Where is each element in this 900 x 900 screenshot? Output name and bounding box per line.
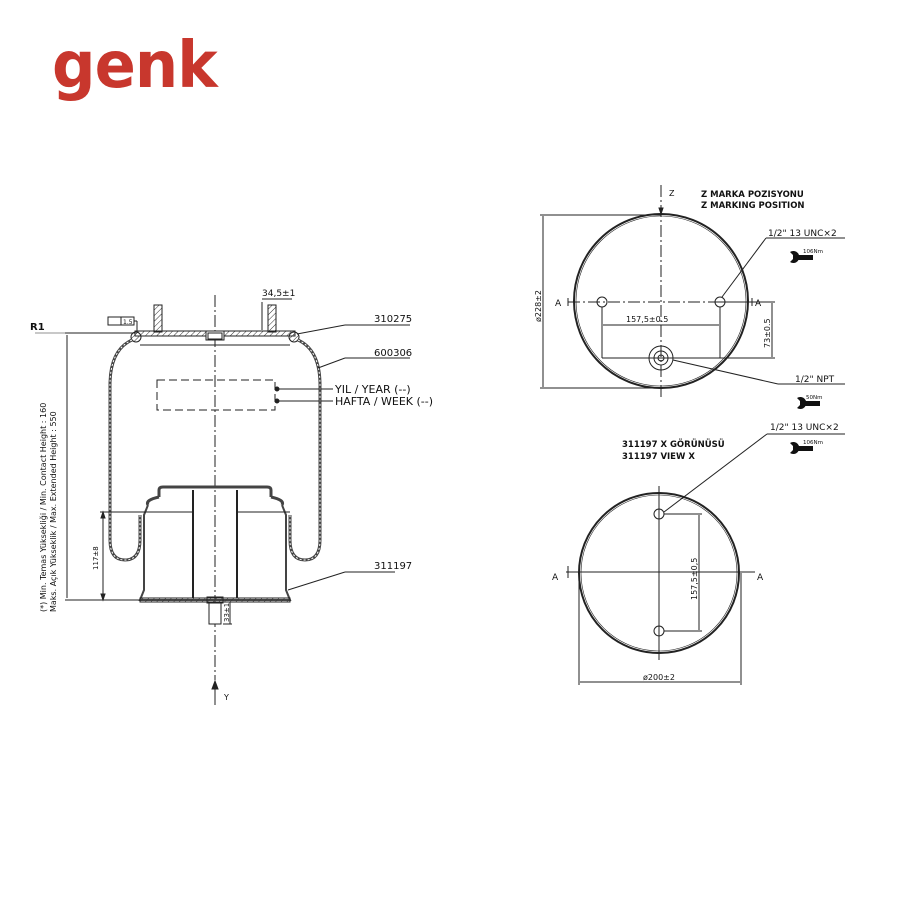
part-number-bellows: 600306 (374, 348, 412, 359)
marking-position-tr: Z MARKA POZISYONU (701, 190, 804, 200)
y-axis-label: Y (223, 693, 229, 702)
section-a-right: A (755, 299, 762, 309)
genk-logo: genk (52, 29, 218, 103)
side-view (35, 295, 410, 705)
wrench-icon (797, 396, 820, 409)
bottom-view (566, 433, 845, 685)
bolt-length-dimension: 33±1 (223, 603, 231, 622)
wrench-icon (790, 251, 813, 263)
year-marking-label: YIL / YEAR (--) (334, 383, 411, 396)
bottom-hole-spacing: 157,5±0,5 (690, 558, 699, 600)
view-x-title-en: 311197 VIEW X (622, 452, 695, 462)
section-a-left-bottom: A (552, 573, 559, 583)
bottom-diameter-dimension: ø200±2 (643, 673, 675, 682)
port-offset-dimension: 73±0.5 (763, 318, 772, 348)
port-torque: 50Nm (806, 395, 822, 401)
port-thread-label: 1/2" NPT (795, 375, 835, 385)
contact-height-note: (*) Min. Temas Yüksekliği / Min. Contact… (39, 403, 48, 612)
thread-spec-bottom: 1/2" 13 UNC×2 (770, 423, 839, 433)
revision-label: R1 (30, 322, 45, 333)
extended-height-note: Maks. Açık Yükseklik / Max. Extended Hei… (49, 411, 58, 612)
view-x-title-tr: 311197 X GÖRÜNÜSÜ (622, 439, 725, 450)
marking-position-en: Z MARKING POSITION (701, 201, 805, 211)
piston-height-dimension: 117±8 (92, 546, 100, 570)
part-number-top-plate: 310275 (374, 314, 412, 325)
week-marking-label: HAFTA / WEEK (--) (335, 395, 433, 408)
top-hole-spacing: 157,5±0.5 (626, 315, 668, 324)
thread-spec-top: 1/2" 13 UNC×2 (768, 229, 837, 239)
thread-torque-top: 106Nm (803, 249, 823, 255)
thread-torque-bottom: 106Nm (803, 440, 823, 446)
stud-spacing-dimension: 34,5±1 (262, 289, 295, 299)
top-diameter-dimension: ø228±2 (534, 290, 543, 322)
wrench-icon (790, 442, 813, 455)
part-number-piston: 311197 (374, 561, 412, 572)
top-view (540, 185, 845, 398)
z-axis-label: Z (669, 189, 675, 198)
flatness-tolerance: 1.5 (123, 319, 133, 326)
section-a-left: A (555, 299, 562, 309)
section-a-right-bottom: A (757, 573, 764, 583)
